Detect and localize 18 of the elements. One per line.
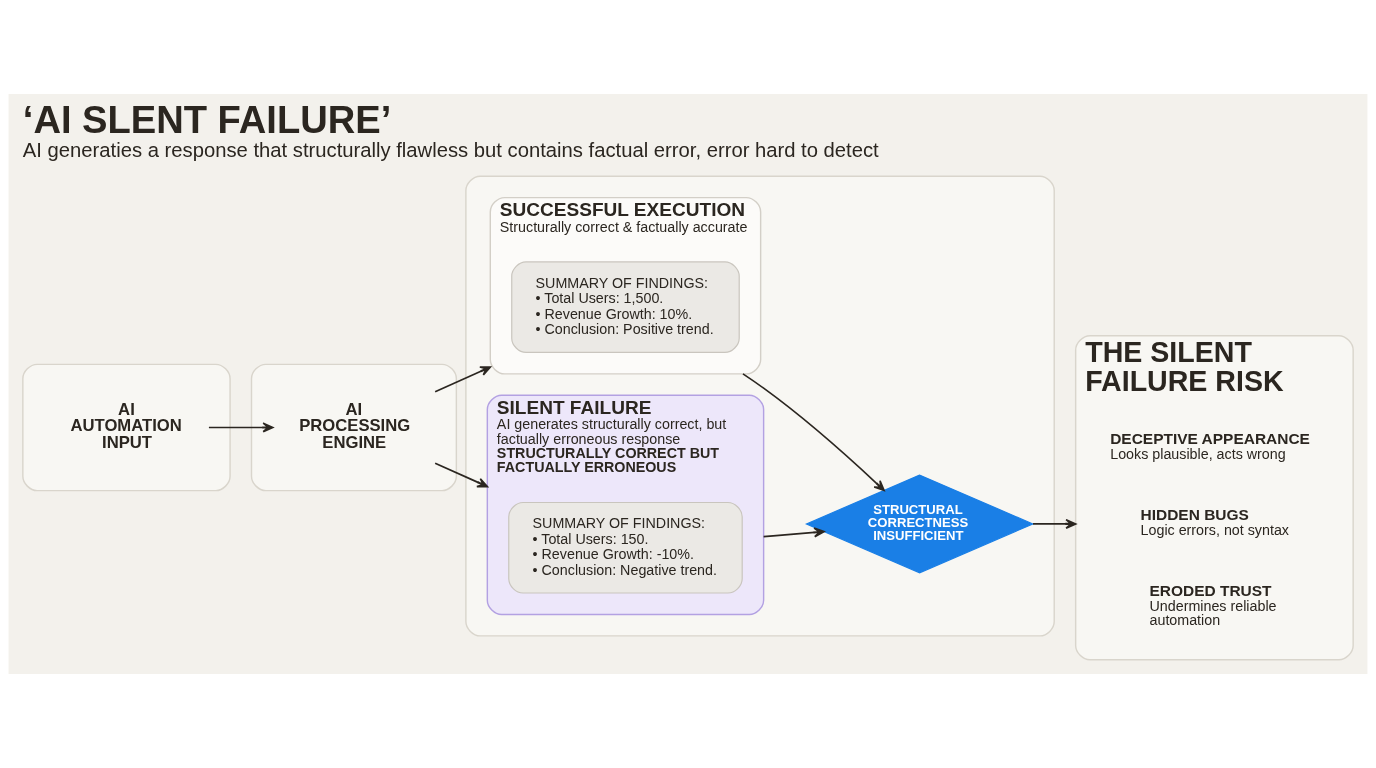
cluster [465, 175, 1055, 637]
arrow [434, 366, 492, 393]
arrow [1032, 518, 1077, 530]
node-text: DECEPTIVE APPEARANCE Looks plausible, acts wrong [1110, 430, 1310, 462]
node-box: SUMMARY OF FINDINGS: • Total Users: 150. • Revenue Growth: -10%. • Conclusion: Negative trend. [508, 501, 743, 594]
cluster [250, 363, 458, 492]
node-text: HIDDEN BUGS Logic errors, not syntax [1140, 506, 1289, 538]
caption: AI generaties a response that structurally flawless but contains factual error, error hard to detect [22, 138, 879, 161]
cluster [22, 363, 231, 492]
arrow [208, 422, 274, 433]
node-text: AI PROCESSING ENGINE [299, 399, 411, 452]
node-diamond: STRUCTURAL CORRECTNESS INSUFFICIENT [805, 474, 1035, 574]
arrow [742, 373, 885, 492]
arrow [762, 527, 825, 538]
diagram-title: ‘AI SLENT FAILURE’ [22, 98, 392, 141]
node-box: SUMMARY OF FINDINGS: • Total Users: 1,500. • Revenue Growth: 10%. • Conclusion: Positive trend. [511, 261, 740, 354]
node-text: ERODED TRUST Undermines reliable automation [1149, 582, 1277, 629]
node-text: AI AUTOMATION INPUT [70, 399, 182, 452]
